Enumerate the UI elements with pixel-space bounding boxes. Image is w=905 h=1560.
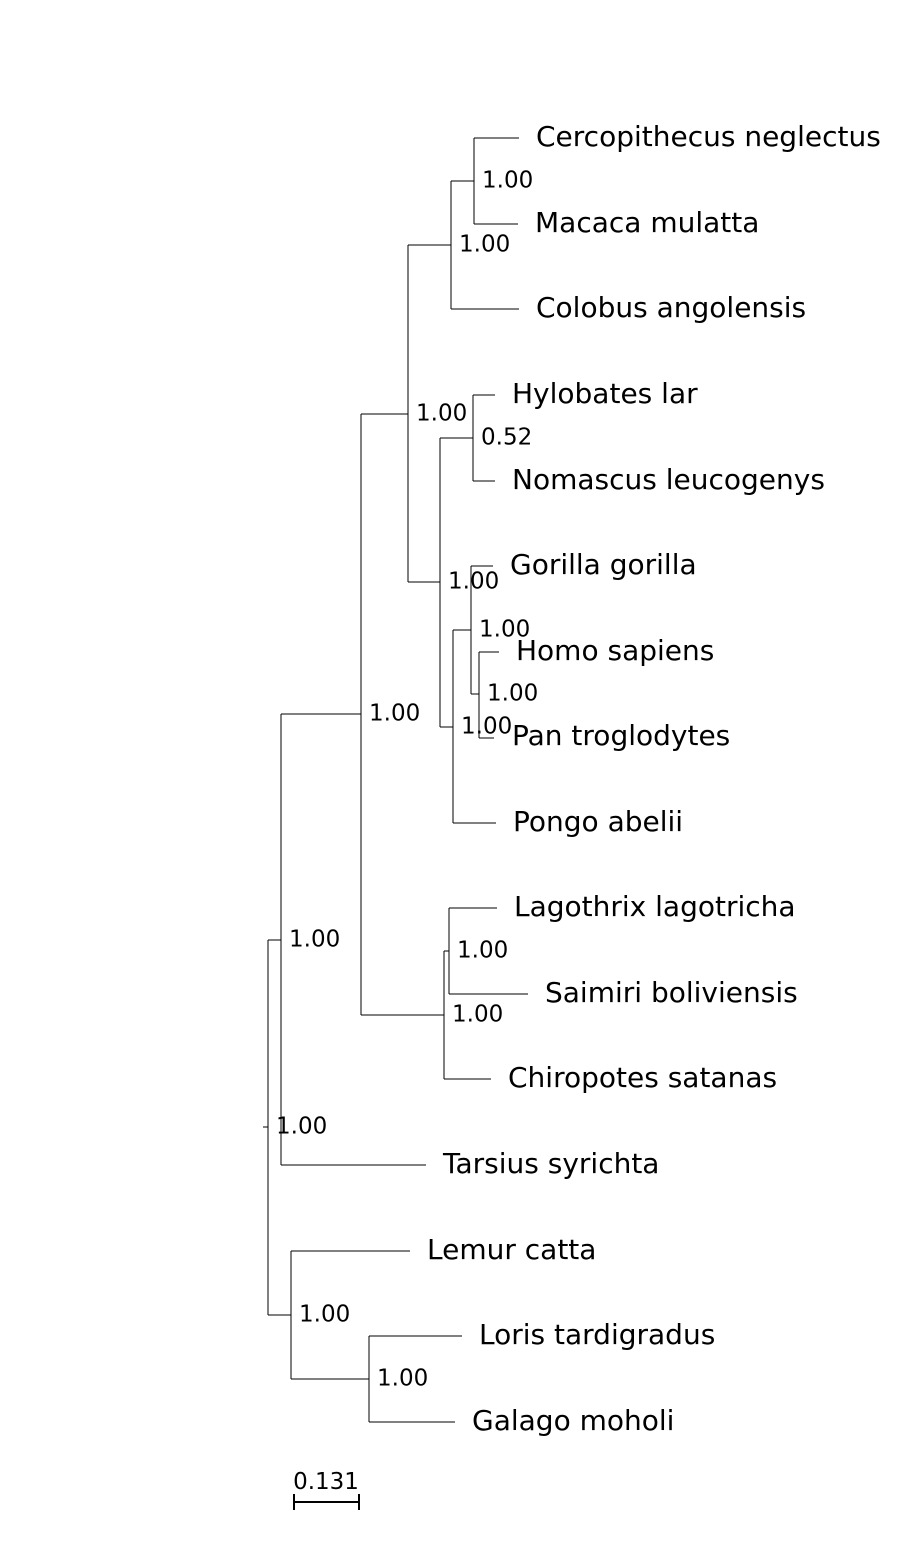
taxon-label-gorilla: Gorilla gorilla [510, 548, 697, 581]
taxon-label-galago: Galago moholi [472, 1404, 674, 1437]
support-value-hominidae: 1.00 [461, 714, 512, 740]
taxon-label-loris: Loris tardigradus [479, 1318, 715, 1351]
support-value-lorisoidea: 1.00 [377, 1366, 428, 1392]
support-value-anthropoidea: 1.00 [369, 701, 420, 727]
support-value-pitheciidae-group: 1.00 [457, 938, 508, 964]
taxon-label-macaca: Macaca mulatta [535, 206, 759, 239]
support-value-homininae: 1.00 [479, 617, 530, 643]
taxon-label-lemur: Lemur catta [427, 1233, 596, 1266]
scale-bar: 0.131 [293, 1469, 360, 1510]
taxon-label-colobus: Colobus angolensis [536, 291, 806, 324]
taxon-label-nomascus: Nomascus leucogenys [512, 463, 825, 496]
support-value-hylobatidae: 0.52 [481, 425, 532, 451]
support-value-hominoidea: 1.00 [448, 569, 499, 595]
taxon-label-hylobates: Hylobates lar [512, 377, 698, 410]
support-value-catarrhini: 1.00 [416, 401, 467, 427]
support-value-platyrrhini: 1.00 [452, 1002, 503, 1028]
support-value-cercopithecinae: 1.00 [482, 168, 533, 194]
taxon-label-tarsius: Tarsius syrichta [442, 1147, 659, 1180]
support-value-hominini: 1.00 [487, 681, 538, 707]
scale-bar-label: 0.131 [293, 1469, 359, 1495]
taxon-label-chiropotes: Chiropotes satanas [508, 1061, 777, 1094]
support-value-cercopithecidae: 1.00 [459, 232, 510, 258]
taxon-label-pan: Pan troglodytes [512, 719, 730, 752]
support-value-haplorhini: 1.00 [289, 927, 340, 953]
tree-branches [263, 137, 528, 1423]
taxon-labels: Cercopithecus neglectus Macaca mulatta C… [427, 120, 881, 1437]
taxon-label-homo: Homo sapiens [516, 634, 714, 667]
taxon-label-pongo: Pongo abelii [513, 805, 683, 838]
taxon-label-cercopithecus: Cercopithecus neglectus [536, 120, 881, 153]
support-value-strepsirrhini: 1.00 [299, 1302, 350, 1328]
taxon-label-lagothrix: Lagothrix lagotricha [514, 890, 796, 923]
support-values: 1.00 1.00 1.00 0.52 1.00 1.00 1.00 1.00 … [276, 168, 538, 1392]
support-value-root: 1.00 [276, 1114, 327, 1140]
taxon-label-saimiri: Saimiri boliviensis [545, 976, 798, 1009]
